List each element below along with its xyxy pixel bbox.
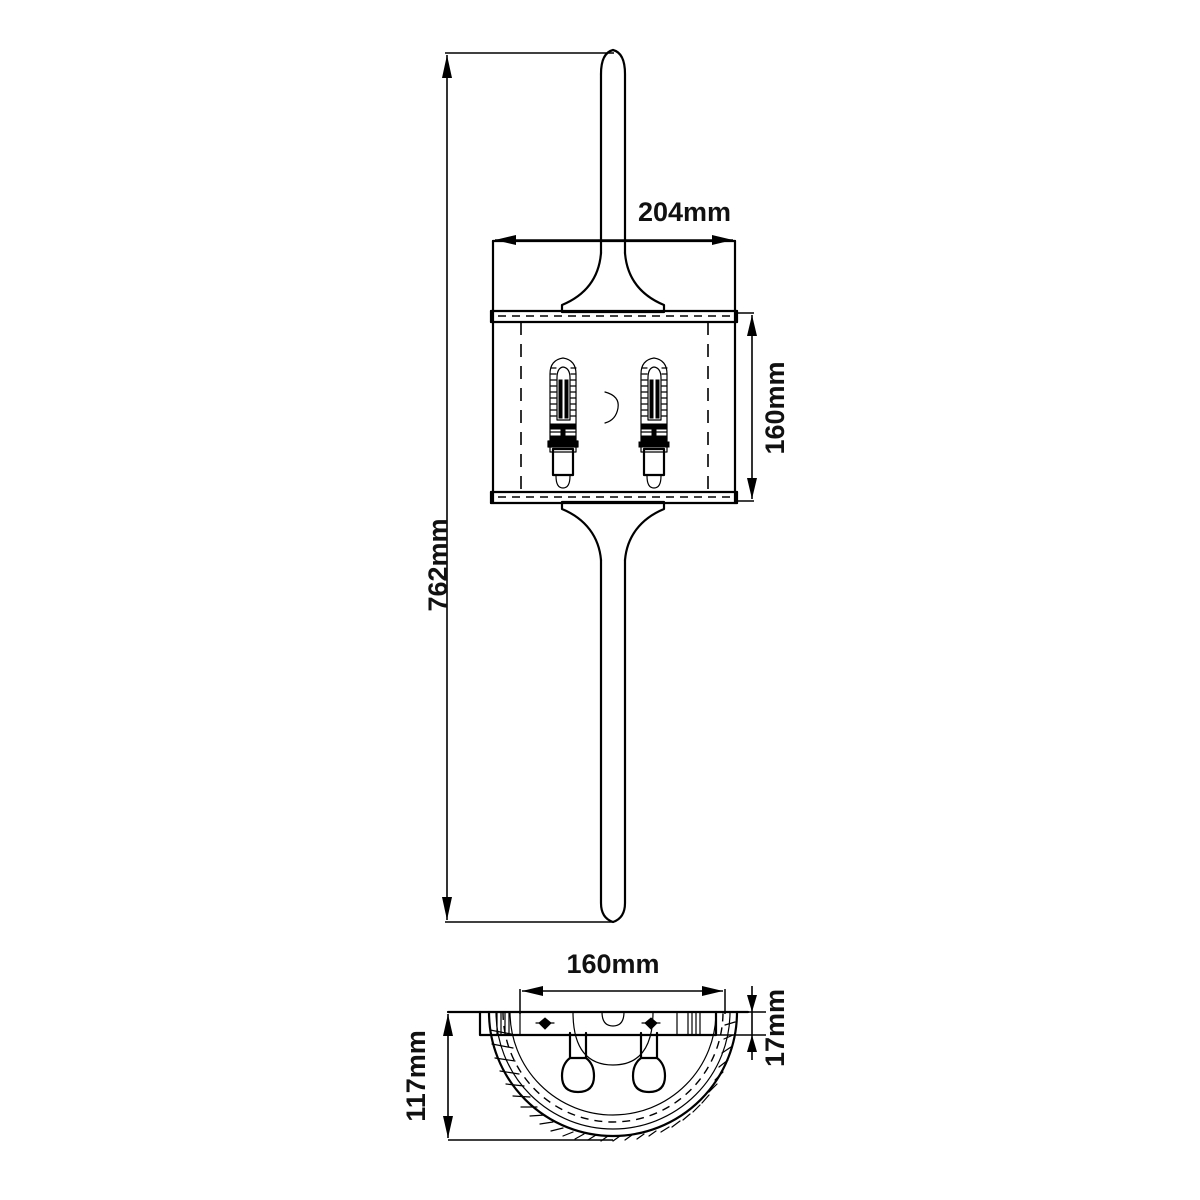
- backplate: [446, 1010, 750, 1037]
- dimension-117mm: 117mm: [401, 1014, 613, 1141]
- dimension-762mm-label: 762mm: [423, 518, 453, 611]
- centre-dome: [601, 1011, 625, 1027]
- dimension-762mm: 762mm: [423, 52, 614, 923]
- dimension-204mm: 204mm: [492, 197, 736, 252]
- shade-body: [489, 239, 739, 505]
- socket-right: [631, 1031, 667, 1094]
- front-elevation-view: 204mm 160mm 762mm: [423, 48, 790, 924]
- bottom-plan-view: 160mm 117mm 17mm: [401, 949, 790, 1142]
- dimension-17mm: 17mm: [716, 986, 790, 1067]
- lower-flare: [560, 500, 666, 562]
- dimension-160mm-height: 160mm: [735, 312, 790, 502]
- upper-rod: [599, 48, 627, 255]
- dimension-117mm-label: 117mm: [401, 1030, 431, 1122]
- dimension-204mm-label: 204mm: [638, 197, 731, 227]
- inner-reflector: [572, 1011, 654, 1066]
- dimension-160mm-width: 160mm: [519, 949, 726, 1014]
- half-dome-shade: [487, 1010, 739, 1142]
- screw-head-left: [535, 1017, 555, 1030]
- bulb-right: [638, 357, 670, 489]
- centre-arc-detail: [604, 391, 619, 424]
- bulb-left: [547, 357, 579, 489]
- bulb-left-plan: [560, 1056, 596, 1094]
- dimension-17mm-label: 17mm: [760, 989, 790, 1067]
- screw-head-right: [641, 1017, 661, 1030]
- glass-hatching: [489, 1021, 736, 1142]
- socket-left: [560, 1031, 596, 1094]
- dimension-160mm-height-label: 160mm: [760, 361, 790, 454]
- dimension-160mm-width-label: 160mm: [566, 949, 659, 979]
- bulb-right-plan: [631, 1056, 667, 1094]
